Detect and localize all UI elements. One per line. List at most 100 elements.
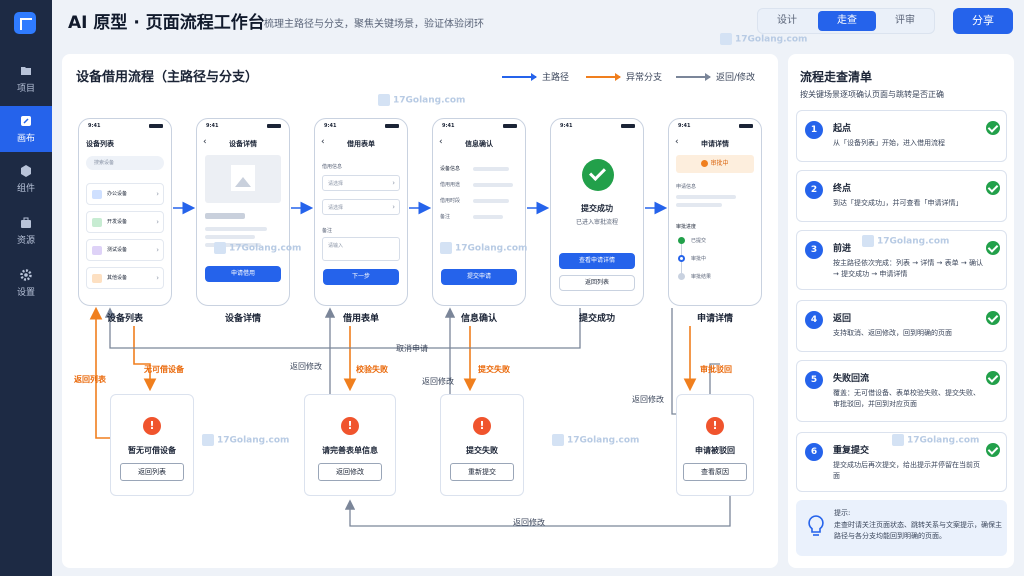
mode-walkthrough-button[interactable]: 走查 — [818, 11, 876, 31]
image-placeholder-icon — [231, 165, 255, 191]
sidebar-item-label: 画布 — [16, 134, 35, 144]
skeleton-line — [473, 215, 503, 219]
checklist-item[interactable]: 4 返回 支持取消、返回修改，回到明确的页面 — [796, 300, 1007, 352]
check-icon — [986, 311, 1000, 325]
submit-application-button[interactable]: 提交申请 — [441, 269, 517, 285]
skeleton-line — [473, 167, 509, 171]
list-item[interactable]: 测试设备 — [86, 239, 164, 261]
timeline-dot-done — [678, 237, 685, 244]
other-device-icon — [92, 274, 102, 283]
skeleton-line — [676, 203, 722, 207]
sidebar-item-settings[interactable]: 设置 — [0, 260, 52, 306]
view-reason-button[interactable]: 查看原因 — [683, 463, 747, 481]
timeline-dot-pending — [678, 273, 685, 280]
screen-title: 设备列表 — [86, 140, 114, 148]
list-item[interactable]: 办公设备 — [86, 183, 164, 205]
back-to-list-button[interactable]: 返回列表 — [120, 463, 184, 481]
period-select[interactable]: 请选择 — [322, 199, 400, 215]
error-icon: ! — [706, 417, 724, 435]
share-button[interactable]: 分享 — [953, 8, 1013, 34]
back-arrow-icon[interactable]: ‹ — [321, 137, 325, 147]
test-device-icon — [92, 246, 102, 255]
error-card-validation: ! 请完善表单信息 返回修改 — [304, 394, 396, 496]
error-card-no-device: ! 暂无可借设备 返回列表 — [110, 394, 194, 496]
screen-title: 借用表单 — [347, 140, 375, 148]
screen-device-detail[interactable]: 9:41 ‹ 设备详情 申请借用 — [196, 118, 290, 306]
app-logo — [14, 12, 36, 34]
sidebar-item-canvas[interactable]: 画布 — [0, 106, 52, 152]
screen-borrow-form[interactable]: 9:41 ‹ 借用表单 借用信息 请选择 请选择 备注 请输入 下一步 — [314, 118, 408, 306]
success-title: 提交成功 — [581, 204, 613, 213]
back-path-arrows — [104, 307, 731, 527]
error-icon: ! — [341, 417, 359, 435]
edge-label-submit-failed: 提交失败 — [478, 365, 510, 374]
edge-label-modify: 返回修改 — [290, 362, 322, 371]
checklist-item[interactable]: 2 终点 到达「提交成功」，并可查看「申请详情」 — [796, 170, 1007, 222]
back-arrow-icon[interactable]: ‹ — [439, 137, 443, 147]
mode-design-button[interactable]: 设计 — [777, 15, 797, 26]
screen-device-list[interactable]: 9:41 设备列表 搜索设备 办公设备 开发设备 测试设备 其他设备 — [78, 118, 172, 306]
sidebar-item-label: 设置 — [16, 288, 35, 298]
screen-confirm[interactable]: 9:41 ‹ 信息确认 设备信息 借用用途 借用时段 备注 提交申请 — [432, 118, 526, 306]
mode-review-button[interactable]: 评审 — [895, 15, 915, 26]
sidebar-item-projects[interactable]: 项目 — [0, 56, 52, 102]
back-arrow-icon[interactable]: ‹ — [675, 137, 679, 147]
office-device-icon — [92, 190, 102, 199]
error-branch-arrows — [89, 306, 697, 439]
device-image-placeholder — [205, 155, 281, 203]
next-step-button[interactable]: 下一步 — [323, 269, 399, 285]
status-signal-icon — [267, 124, 281, 128]
watermark: 17Golang.com — [552, 434, 639, 446]
screen-submit-success[interactable]: 9:41 提交成功 已进入审批流程 查看申请详情 返回列表 — [550, 118, 644, 306]
search-input[interactable]: 搜索设备 — [86, 156, 164, 170]
screen-title: 信息确认 — [465, 140, 493, 148]
back-arrow-icon[interactable]: ‹ — [203, 137, 207, 147]
screen-label: 借用表单 — [342, 314, 379, 324]
purpose-select[interactable]: 请选择 — [322, 175, 400, 191]
view-application-button[interactable]: 查看申请详情 — [559, 253, 635, 269]
status-signal-icon — [621, 124, 635, 128]
error-card-submit-failed: ! 提交失败 重新提交 — [440, 394, 524, 496]
dev-device-icon — [92, 218, 102, 227]
mode-switcher: 设计 走查 评审 — [757, 8, 935, 34]
screen-label: 信息确认 — [460, 314, 497, 324]
page-subtitle: 梳理主路径与分支，聚焦关键场景，验证体验闭环 — [264, 19, 484, 30]
edge-label-modify: 返回修改 — [513, 518, 545, 527]
edge-label-cancel: 取消申请 — [396, 344, 428, 353]
sidebar-item-resources[interactable]: 资源 — [0, 208, 52, 254]
list-item[interactable]: 其他设备 — [86, 267, 164, 289]
gear-icon — [20, 269, 32, 281]
checklist-item[interactable]: 1 起点 从「设备列表」开始，进入借用流程 — [796, 110, 1007, 162]
sidebar-item-components[interactable]: 组件 — [0, 156, 52, 202]
back-to-list-button[interactable]: 返回列表 — [559, 275, 635, 291]
legend-error: 异常分支 — [586, 70, 662, 83]
status-signal-icon — [385, 124, 399, 128]
status-signal-icon — [739, 124, 753, 128]
resubmit-button[interactable]: 重新提交 — [450, 463, 514, 481]
screen-label: 提交成功 — [578, 314, 615, 324]
tip-desc: 走查时请关注页面状态、跳转关系与文案提示，确保主路径与各分支均能回到明确的页面。 — [834, 521, 1002, 540]
sidebar-item-label: 项目 — [16, 84, 35, 94]
screen-application-detail[interactable]: 9:41 ‹ 申请详情 审批中 申请信息 审批进度 已提交 审批中 审批结果 — [668, 118, 762, 306]
canvas-icon — [21, 116, 31, 126]
checklist-item[interactable]: 5 失败回流 覆盖：无可借设备、表单校验失败、提交失败、审批驳回，并回到对应页面 — [796, 360, 1007, 422]
list-item[interactable]: 开发设备 — [86, 211, 164, 233]
legend-main: 主路径 — [502, 70, 569, 83]
error-icon: ! — [143, 417, 161, 435]
legend-main-line — [502, 72, 537, 81]
flow-title: 设备借用流程（主路径与分支） — [76, 70, 259, 85]
screen-title: 申请详情 — [701, 140, 729, 148]
status-signal-icon — [149, 124, 163, 128]
flow-connectors — [89, 201, 731, 527]
back-to-modify-button[interactable]: 返回修改 — [318, 463, 382, 481]
edge-label-no-device: 无可借设备 — [144, 365, 184, 374]
error-icon: ! — [473, 417, 491, 435]
status-signal-icon — [503, 124, 517, 128]
clock-icon — [701, 160, 709, 167]
skeleton-line — [205, 213, 245, 219]
watermark: 17Golang.com — [720, 33, 807, 45]
success-check-icon — [582, 159, 614, 191]
apply-borrow-button[interactable]: 申请借用 — [205, 266, 281, 282]
note-textarea[interactable]: 请输入 — [322, 237, 400, 261]
check-icon — [986, 121, 1000, 135]
